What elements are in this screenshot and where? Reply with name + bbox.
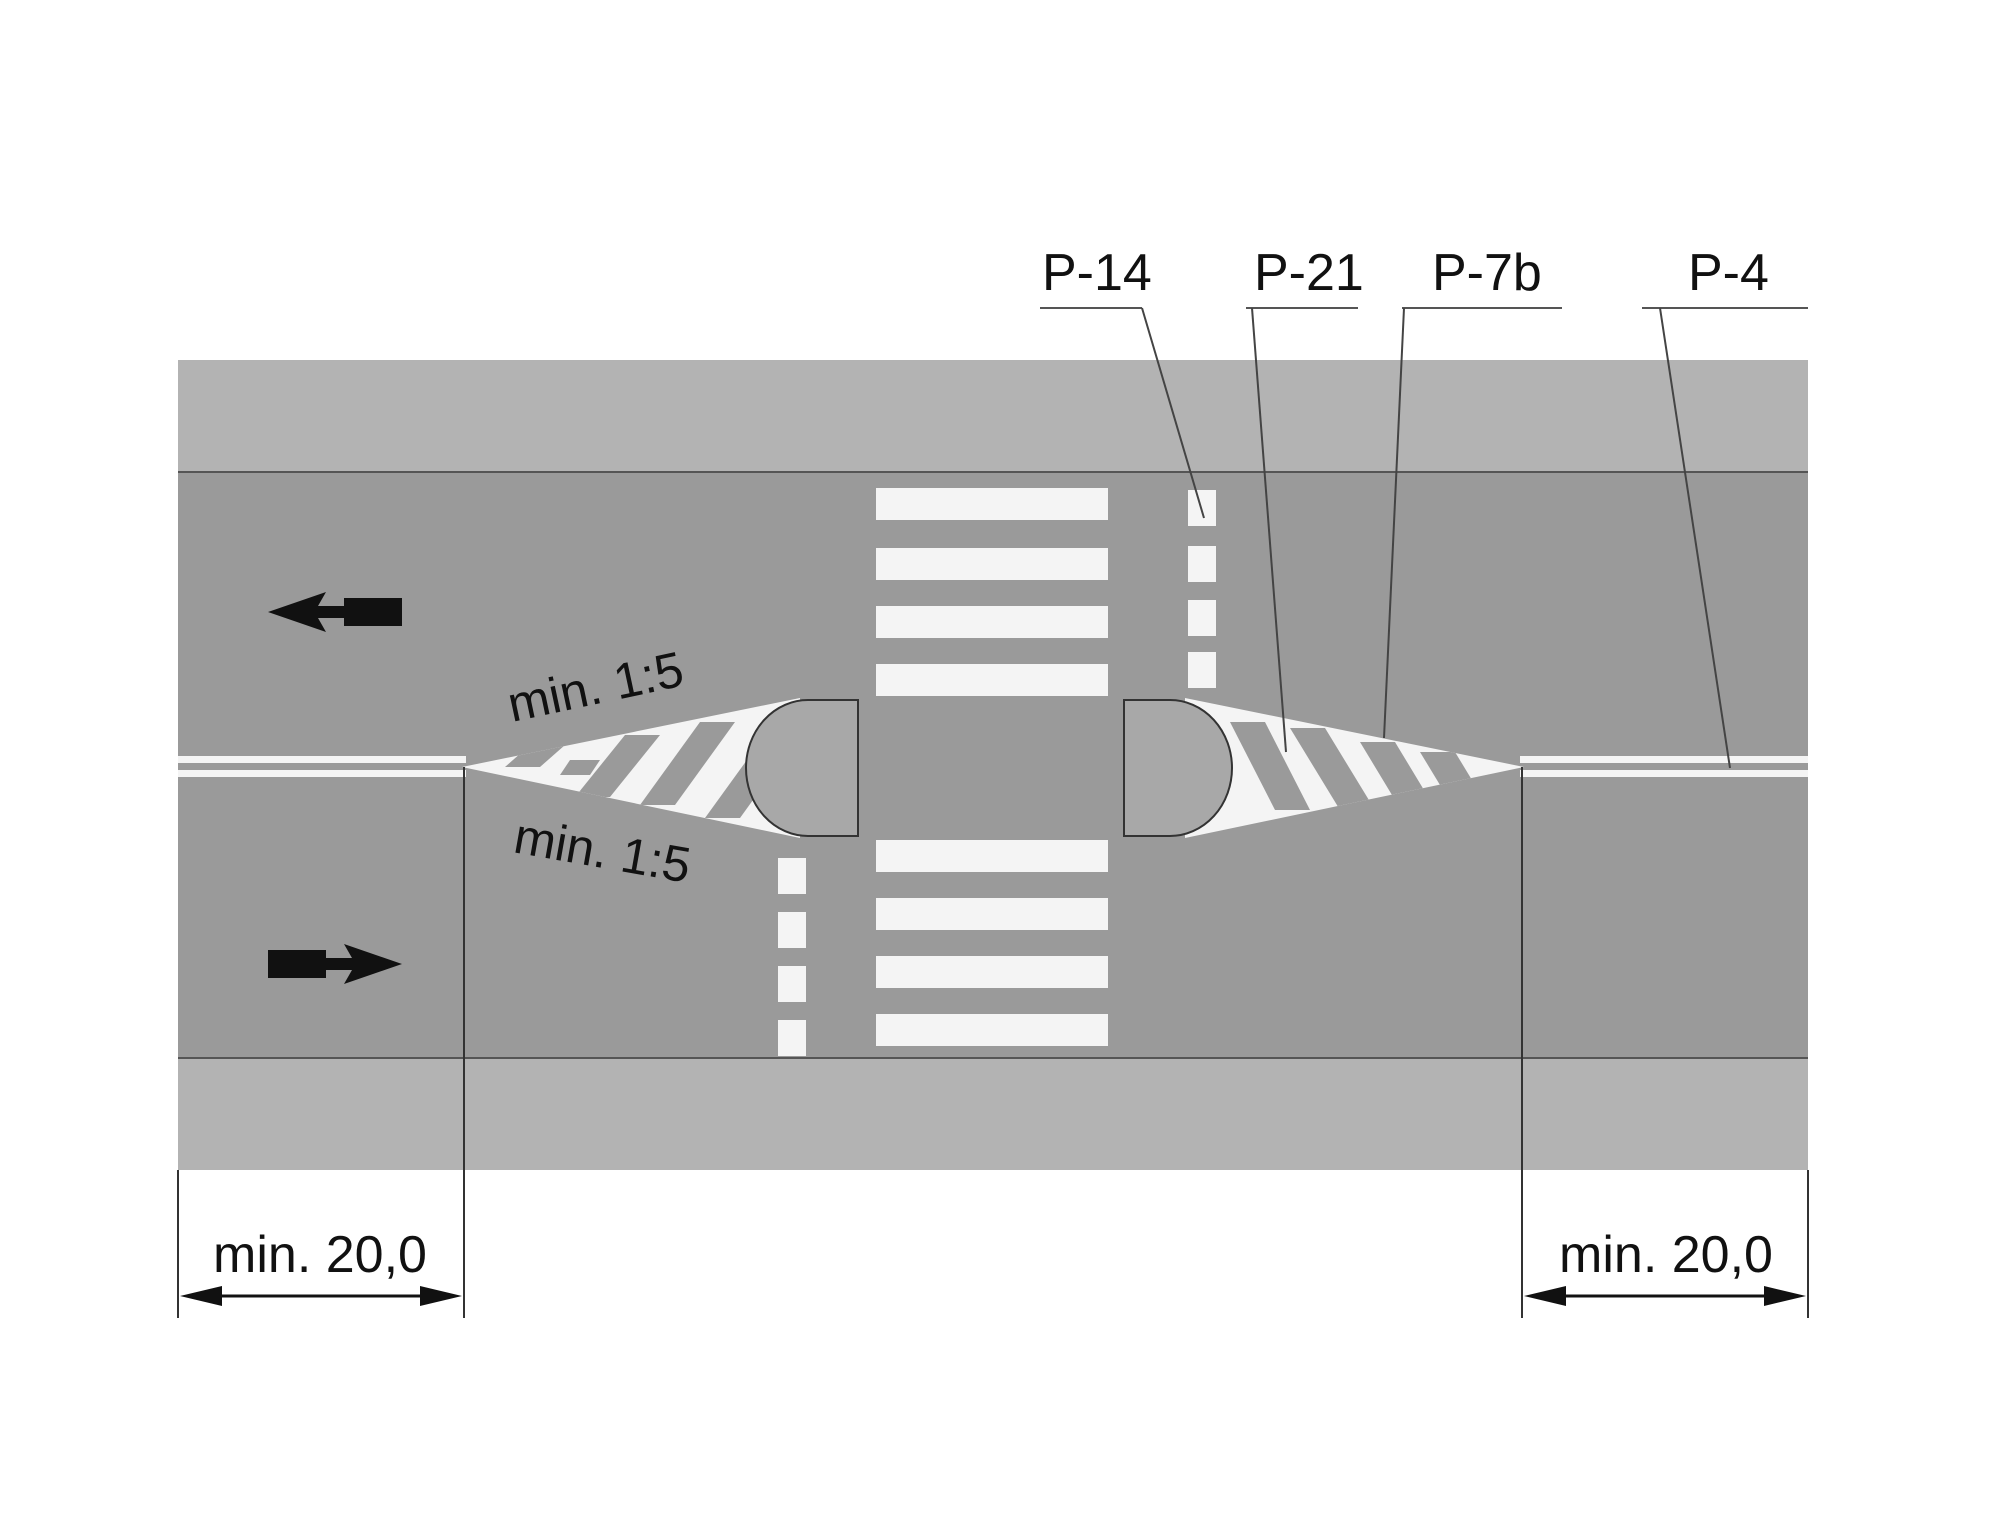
dim-label-left: min. 20,0 — [213, 1226, 427, 1284]
label-p14: P-14 — [1042, 244, 1152, 302]
center-double-line-right — [1520, 756, 1808, 777]
right-hatched-island — [1185, 698, 1524, 838]
leader-lines — [1141, 307, 1731, 769]
arrow-left-icon — [268, 592, 402, 632]
bottom-sidewalk — [178, 1058, 1808, 1170]
arrow-right-icon — [268, 944, 402, 984]
left-refuge-island — [745, 699, 859, 837]
dim-label-right: min. 20,0 — [1559, 1226, 1773, 1284]
zebra-crossing-lower — [876, 840, 1108, 1046]
dim-arrow-right — [1524, 1286, 1806, 1306]
center-double-line-left — [178, 756, 466, 777]
zebra-crossing-upper — [876, 488, 1108, 696]
stop-line-lower — [778, 858, 806, 1056]
stop-line-upper — [1188, 490, 1216, 688]
label-p21: P-21 — [1254, 244, 1364, 302]
label-p7b: P-7b — [1432, 244, 1542, 302]
label-p4: P-4 — [1688, 244, 1769, 302]
right-refuge-island — [1123, 699, 1233, 837]
dim-arrow-left — [180, 1286, 462, 1306]
left-hatched-island — [462, 698, 800, 838]
top-sidewalk — [178, 360, 1808, 472]
